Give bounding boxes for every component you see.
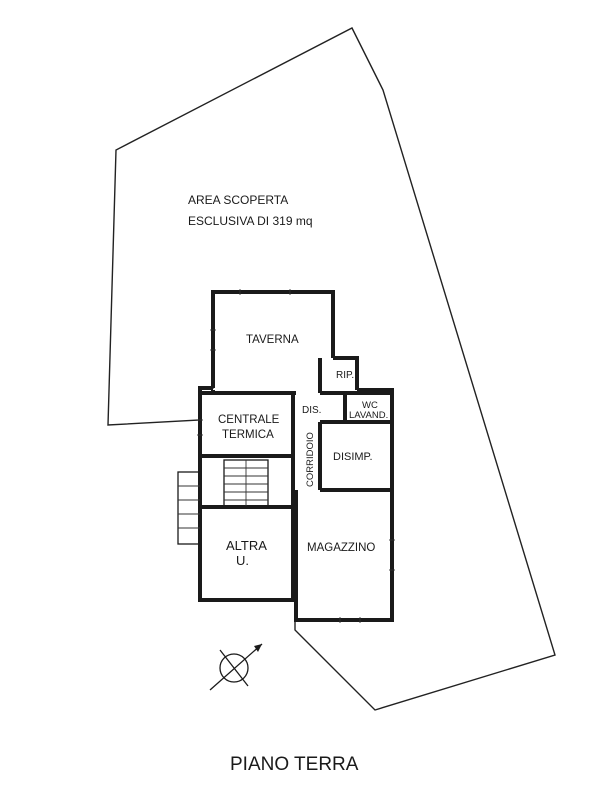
room-wc-2: LAVAND. bbox=[349, 410, 388, 421]
room-centrale-2: TERMICA bbox=[222, 429, 274, 441]
room-dis: DIS. bbox=[302, 405, 321, 416]
outdoor-area-label-1: AREA SCOPERTA bbox=[188, 193, 288, 207]
outdoor-area-label-2: ESCLUSIVA DI 319 mq bbox=[188, 214, 313, 228]
floor-title: PIANO TERRA bbox=[230, 754, 359, 775]
room-magazzino: MAGAZZINO bbox=[307, 542, 375, 554]
room-disimp: DISIMP. bbox=[333, 451, 373, 463]
room-wc-1: WC bbox=[362, 400, 378, 411]
openings bbox=[197, 289, 395, 623]
external-steps bbox=[177, 471, 201, 545]
room-corridoio: CORRIDOIO bbox=[305, 432, 316, 487]
room-taverna: TAVERNA bbox=[246, 334, 299, 346]
staircase bbox=[223, 459, 269, 507]
lot-boundary bbox=[107, 27, 556, 711]
room-altra-2: U. bbox=[236, 553, 249, 568]
room-altra-1: ALTRA bbox=[226, 538, 267, 553]
room-centrale-1: CENTRALE bbox=[218, 414, 280, 426]
room-rip: RIP. bbox=[336, 370, 354, 381]
north-arrow-icon bbox=[209, 643, 263, 691]
